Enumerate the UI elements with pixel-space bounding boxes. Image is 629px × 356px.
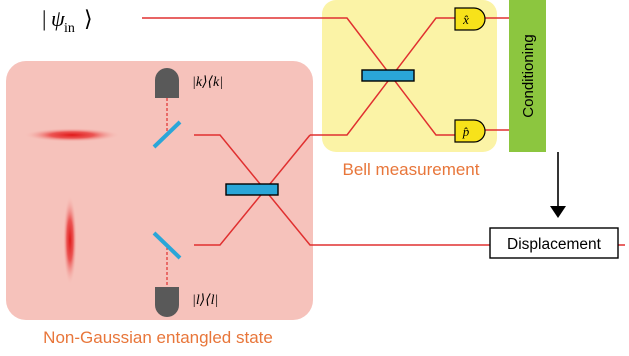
tap-splitter-bottom	[152, 231, 182, 260]
bottom-projector-label: |l⟩⟨l|	[192, 293, 218, 308]
feedforward-arrowhead	[550, 206, 566, 218]
bell-beam-splitter	[361, 69, 415, 82]
horizontal-squeezed-state	[24, 128, 120, 142]
vertical-squeezed-state	[63, 195, 77, 285]
tap-splitter-top	[152, 120, 182, 149]
conditioning-block	[509, 0, 546, 152]
photon-detector-top	[155, 68, 179, 98]
detector-p-label: p̂	[462, 124, 470, 139]
svg-text:|: |	[42, 6, 46, 31]
homodyne-detector-p	[454, 119, 486, 143]
homodyne-detector-x	[454, 7, 486, 31]
detector-x-label: x̂	[462, 12, 469, 27]
nongaussian-region	[6, 61, 313, 320]
svg-text:ψ: ψ	[51, 6, 65, 31]
displacement-label: Displacement	[507, 236, 602, 253]
conditioning-label: Conditioning	[520, 34, 537, 117]
svg-text:⟩: ⟩	[84, 6, 93, 31]
top-projector-label: |k⟩⟨k|	[192, 75, 223, 90]
input-state-label: | ψ in ⟩	[42, 6, 93, 36]
displacement-box	[489, 227, 619, 259]
bell-measurement-caption: Bell measurement	[342, 160, 479, 179]
entangling-beam-splitter	[225, 183, 279, 196]
photon-detector-bottom	[155, 287, 179, 317]
nongaussian-caption: Non-Gaussian entangled state	[43, 328, 273, 347]
svg-text:in: in	[64, 21, 75, 36]
